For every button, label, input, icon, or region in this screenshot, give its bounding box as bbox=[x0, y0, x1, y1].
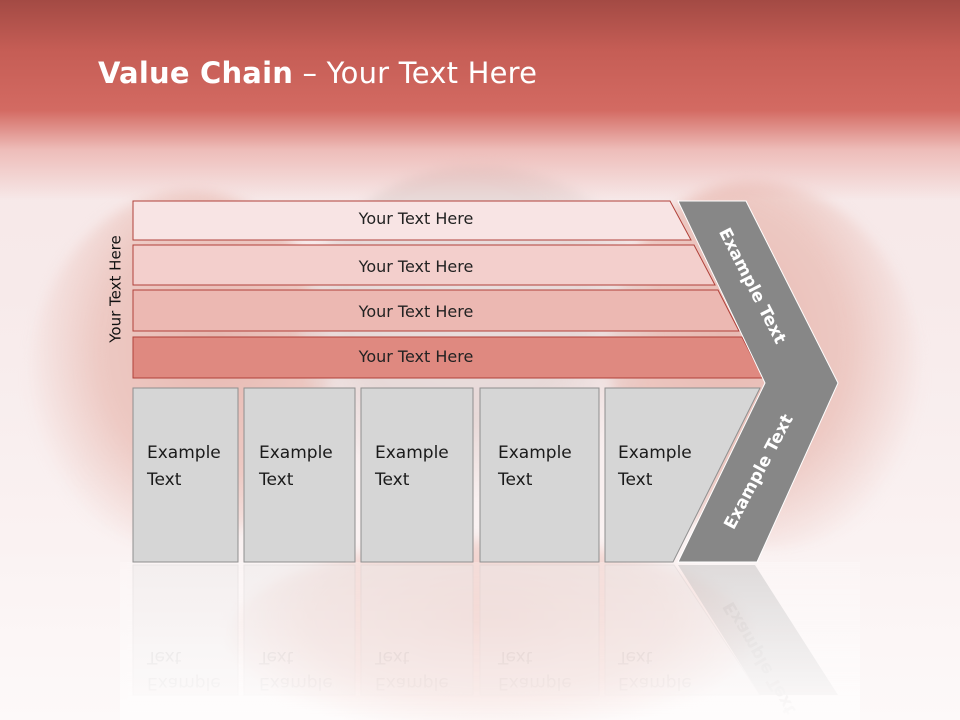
box-2-line1: Example bbox=[259, 443, 333, 463]
box-4[interactable] bbox=[479, 387, 600, 563]
title-bold: Value Chain bbox=[98, 56, 294, 90]
box-3-line1: Example bbox=[375, 443, 449, 463]
bar-1-label: Your Text Here bbox=[358, 209, 474, 228]
box-2[interactable] bbox=[243, 387, 356, 563]
box-1[interactable] bbox=[132, 387, 239, 563]
box-5-line2: Text bbox=[617, 470, 653, 490]
slide-title[interactable]: Value Chain – Your Text Here bbox=[98, 56, 537, 90]
box-2-line2: Text bbox=[258, 470, 294, 490]
bar-3[interactable] bbox=[132, 289, 740, 332]
reflection-fade bbox=[120, 562, 860, 720]
bar-4-label: Your Text Here bbox=[358, 347, 474, 366]
bar-2-label: Your Text Here bbox=[358, 257, 474, 276]
bars-group: Your Text Here Your Text Here Your Text … bbox=[132, 200, 764, 379]
box-3-line2: Text bbox=[374, 470, 410, 490]
box-5[interactable] bbox=[604, 387, 761, 563]
chevron-arrow[interactable]: Example Text Example Text bbox=[677, 200, 839, 563]
box-4-line2: Text bbox=[497, 470, 533, 490]
header-band bbox=[0, 0, 960, 200]
box-1-line2: Text bbox=[146, 470, 182, 490]
bar-2[interactable] bbox=[132, 244, 716, 286]
chevron-shape bbox=[677, 200, 839, 563]
title-rest: – Your Text Here bbox=[293, 56, 538, 90]
box-5-line1: Example bbox=[618, 443, 692, 463]
bar-3-label: Your Text Here bbox=[358, 302, 474, 321]
boxes-group: Example Text Example Text Example Text E… bbox=[132, 387, 761, 563]
diagram-reflection: Text Example Text Example Text Example T… bbox=[120, 562, 860, 720]
box-1-line1: Example bbox=[147, 443, 221, 463]
bar-1[interactable] bbox=[132, 200, 692, 241]
box-3[interactable] bbox=[360, 387, 474, 563]
box-4-line1: Example bbox=[498, 443, 572, 463]
